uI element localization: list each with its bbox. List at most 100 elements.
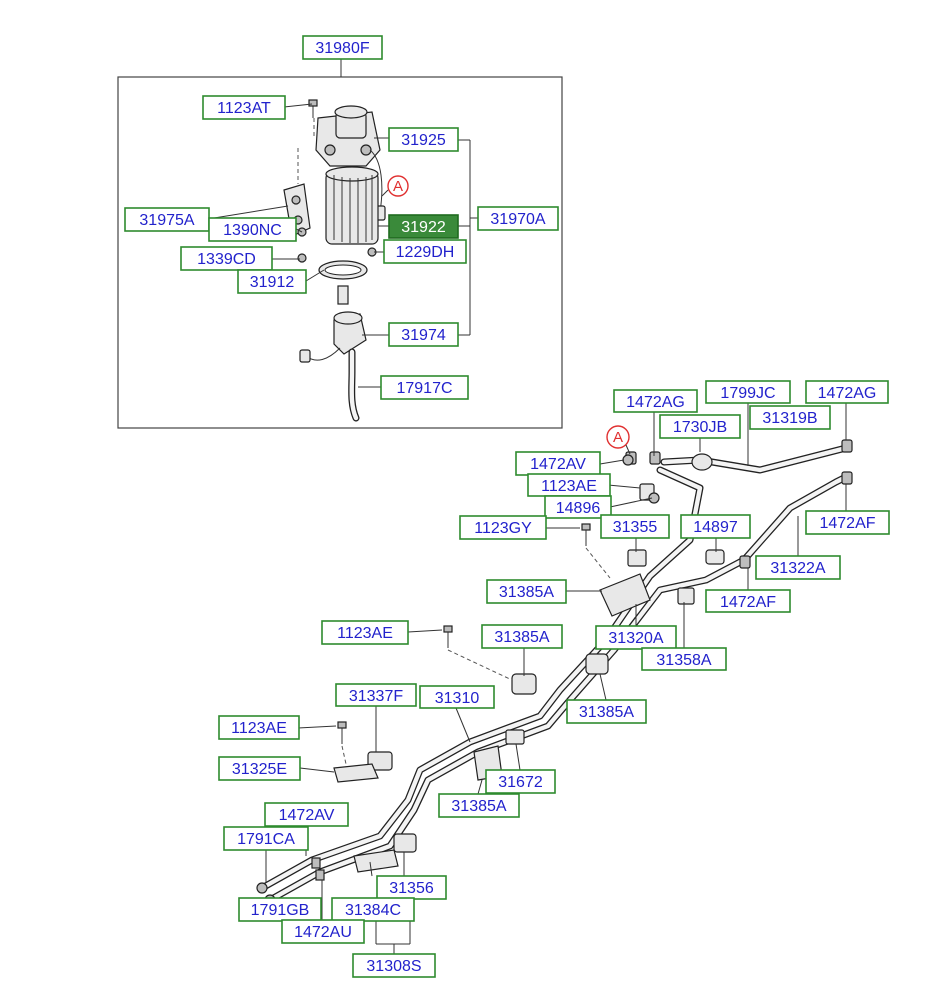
part-number-text: 31319B <box>762 410 817 427</box>
part-number-text: 1229DH <box>396 244 455 261</box>
callout-a-lower: A <box>606 425 631 455</box>
part-number-text: 1472AF <box>720 594 776 611</box>
part-label-1730jb[interactable]: 1730JB <box>659 414 741 439</box>
part-number-text: 1123AE <box>541 478 597 495</box>
part-number-text: 1123GY <box>474 520 532 537</box>
part-number-text: 14896 <box>556 500 601 517</box>
part-label-31308s[interactable]: 31308S <box>352 953 436 978</box>
part-label-31672[interactable]: 31672 <box>485 769 556 794</box>
part-label-box <box>477 206 559 231</box>
part-label-31355[interactable]: 31355 <box>600 514 670 539</box>
part-label-1123at[interactable]: 1123AT <box>202 95 286 120</box>
part-label-1472av-1[interactable]: 1472AV <box>515 451 601 476</box>
part-number-text: 1799JC <box>720 385 775 402</box>
part-label-31912[interactable]: 31912 <box>237 269 307 294</box>
part-label-box <box>481 624 563 649</box>
part-label-1472af-1[interactable]: 1472AF <box>805 510 890 535</box>
part-label-box <box>388 322 459 347</box>
part-label-31385a-2[interactable]: 31385A <box>481 624 563 649</box>
part-label-box <box>383 239 467 264</box>
part-label-14896[interactable]: 14896 <box>544 495 612 519</box>
part-number-text: 31980F <box>315 40 369 57</box>
part-label-box <box>218 756 301 781</box>
svg-text:A: A <box>613 429 623 446</box>
part-number-text: 31912 <box>250 274 295 291</box>
part-label-box <box>218 715 300 740</box>
part-label-box <box>352 953 436 978</box>
part-label-1123ae-1[interactable]: 1123AE <box>527 473 611 497</box>
part-label-31385a-1[interactable]: 31385A <box>486 579 567 604</box>
part-label-1229dh[interactable]: 1229DH <box>383 239 467 264</box>
part-number-text: 1339CD <box>197 251 256 268</box>
part-label-1123ae-3[interactable]: 1123AE <box>218 715 300 740</box>
part-label-31358a[interactable]: 31358A <box>641 647 727 671</box>
part-number-text: 1472AG <box>626 394 685 411</box>
part-number-text: 31322A <box>770 560 825 577</box>
part-number-text: 31975A <box>139 212 194 229</box>
part-label-31385a-4[interactable]: 31385A <box>438 793 520 818</box>
part-label-1472af-2[interactable]: 1472AF <box>705 589 791 613</box>
part-label-14897[interactable]: 14897 <box>680 514 751 539</box>
part-label-1390nc[interactable]: 1390NC <box>208 217 297 242</box>
part-label-box <box>302 35 383 60</box>
part-number-text: 31310 <box>435 690 480 707</box>
part-number-text: 31384C <box>345 902 401 919</box>
part-number-text: 31320A <box>608 630 663 647</box>
part-label-31970a[interactable]: 31970A <box>477 206 559 231</box>
part-label-box <box>438 793 520 818</box>
part-label-17917c[interactable]: 17917C <box>380 375 469 400</box>
part-label-31974[interactable]: 31974 <box>388 322 459 347</box>
part-label-box <box>238 897 322 922</box>
part-number-text: 31925 <box>401 132 446 149</box>
part-label-1123gy[interactable]: 1123GY <box>459 515 547 540</box>
part-label-box <box>595 625 677 650</box>
part-label-box <box>223 826 309 851</box>
part-label-box <box>486 579 567 604</box>
part-label-31325e[interactable]: 31325E <box>218 756 301 781</box>
part-number-text: 31358A <box>656 652 711 669</box>
part-number-text: 1730JB <box>673 419 727 436</box>
part-label-31337f[interactable]: 31337F <box>335 683 417 707</box>
part-label-31320a[interactable]: 31320A <box>595 625 677 650</box>
part-label-31319b[interactable]: 31319B <box>749 405 831 430</box>
part-label-31356[interactable]: 31356 <box>376 875 447 900</box>
part-label-31384c[interactable]: 31384C <box>331 897 415 922</box>
part-label-31980f[interactable]: 31980F <box>302 35 383 60</box>
part-label-box <box>388 127 459 152</box>
filter-ribs <box>333 175 373 243</box>
part-number-text: 1472AF <box>819 515 875 532</box>
part-number-text: 14897 <box>693 519 738 536</box>
tube-clips-brackets <box>333 454 725 873</box>
part-label-1791ca[interactable]: 1791CA <box>223 826 309 851</box>
part-label-box <box>805 510 890 535</box>
part-label-box <box>208 217 297 242</box>
part-label-31925[interactable]: 31925 <box>388 127 459 152</box>
part-number-text: 31337F <box>349 688 403 705</box>
part-label-box <box>419 685 495 709</box>
part-label-1472ag-1[interactable]: 1472AG <box>613 389 698 413</box>
part-number-text: 31325E <box>232 761 287 778</box>
part-label-box <box>613 389 698 413</box>
part-label-1472au[interactable]: 1472AU <box>281 919 365 944</box>
part-number-text: 31385A <box>494 629 549 646</box>
fuel-filter-assembly-frame <box>117 59 563 429</box>
part-label-31322a[interactable]: 31322A <box>755 555 841 580</box>
part-label-31975a[interactable]: 31975A <box>124 207 210 232</box>
part-label-31385a-3[interactable]: 31385A <box>566 699 647 724</box>
part-label-1791gb[interactable]: 1791GB <box>238 897 322 922</box>
part-label-1123ae-2[interactable]: 1123AE <box>321 620 409 645</box>
part-label-31922[interactable]: 31922 <box>388 214 459 239</box>
part-label-31310[interactable]: 31310 <box>419 685 495 709</box>
bolts <box>337 523 611 765</box>
part-label-1472av-2[interactable]: 1472AV <box>264 802 349 827</box>
part-label-1339cd[interactable]: 1339CD <box>180 246 273 271</box>
part-label-box <box>331 897 415 922</box>
part-label-1472ag-2[interactable]: 1472AG <box>805 380 889 404</box>
part-number-text: 31385A <box>499 584 554 601</box>
part-label-box <box>749 405 831 430</box>
part-label-box <box>264 802 349 827</box>
part-label-1799jc[interactable]: 1799JC <box>705 380 791 404</box>
part-number-text: 31355 <box>613 519 658 536</box>
part-label-box <box>600 514 670 539</box>
